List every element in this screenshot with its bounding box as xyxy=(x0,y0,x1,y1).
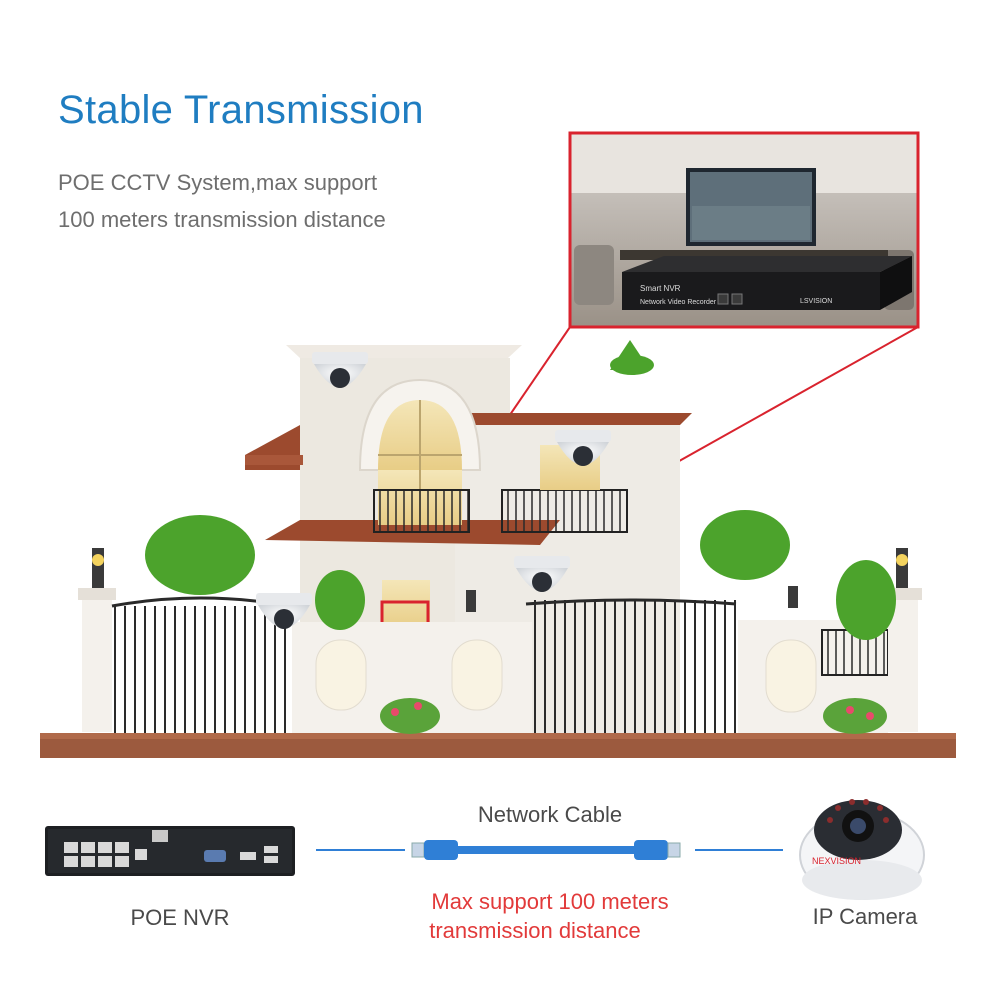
nvr-inset-photo: Smart NVR Network Video Recorder LSVISIO… xyxy=(568,131,920,329)
ip-camera-device: NEXVISION xyxy=(799,799,925,900)
inset-device-line2: Network Video Recorder xyxy=(640,299,717,306)
house-camera-4 xyxy=(256,593,312,629)
distance-note-line1: Max support 100 meters xyxy=(431,889,669,914)
subtitle-line-1: POE CCTV System,max support xyxy=(58,170,378,195)
subtitle-line-2: 100 meters transmission distance xyxy=(58,207,386,232)
network-cable-label: Network Cable xyxy=(477,802,623,827)
inset-frame xyxy=(568,131,920,329)
house-camera-2 xyxy=(555,430,611,466)
ip-camera-label: IP Camera xyxy=(812,904,918,929)
poe-nvr-device xyxy=(45,826,295,876)
house-camera-3 xyxy=(514,556,570,592)
inset-brand: LSVISION xyxy=(800,298,832,305)
distance-note-line2: transmission distance xyxy=(429,918,641,943)
page-title: Stable Transmission xyxy=(58,88,424,132)
network-cable-illustration xyxy=(411,840,681,860)
camera-brand: NEXVISION xyxy=(812,856,861,866)
poe-nvr-label: POE NVR xyxy=(130,905,230,930)
plants xyxy=(145,510,896,734)
house-camera-1 xyxy=(312,352,368,388)
inset-device-line1: Smart NVR xyxy=(640,284,681,293)
